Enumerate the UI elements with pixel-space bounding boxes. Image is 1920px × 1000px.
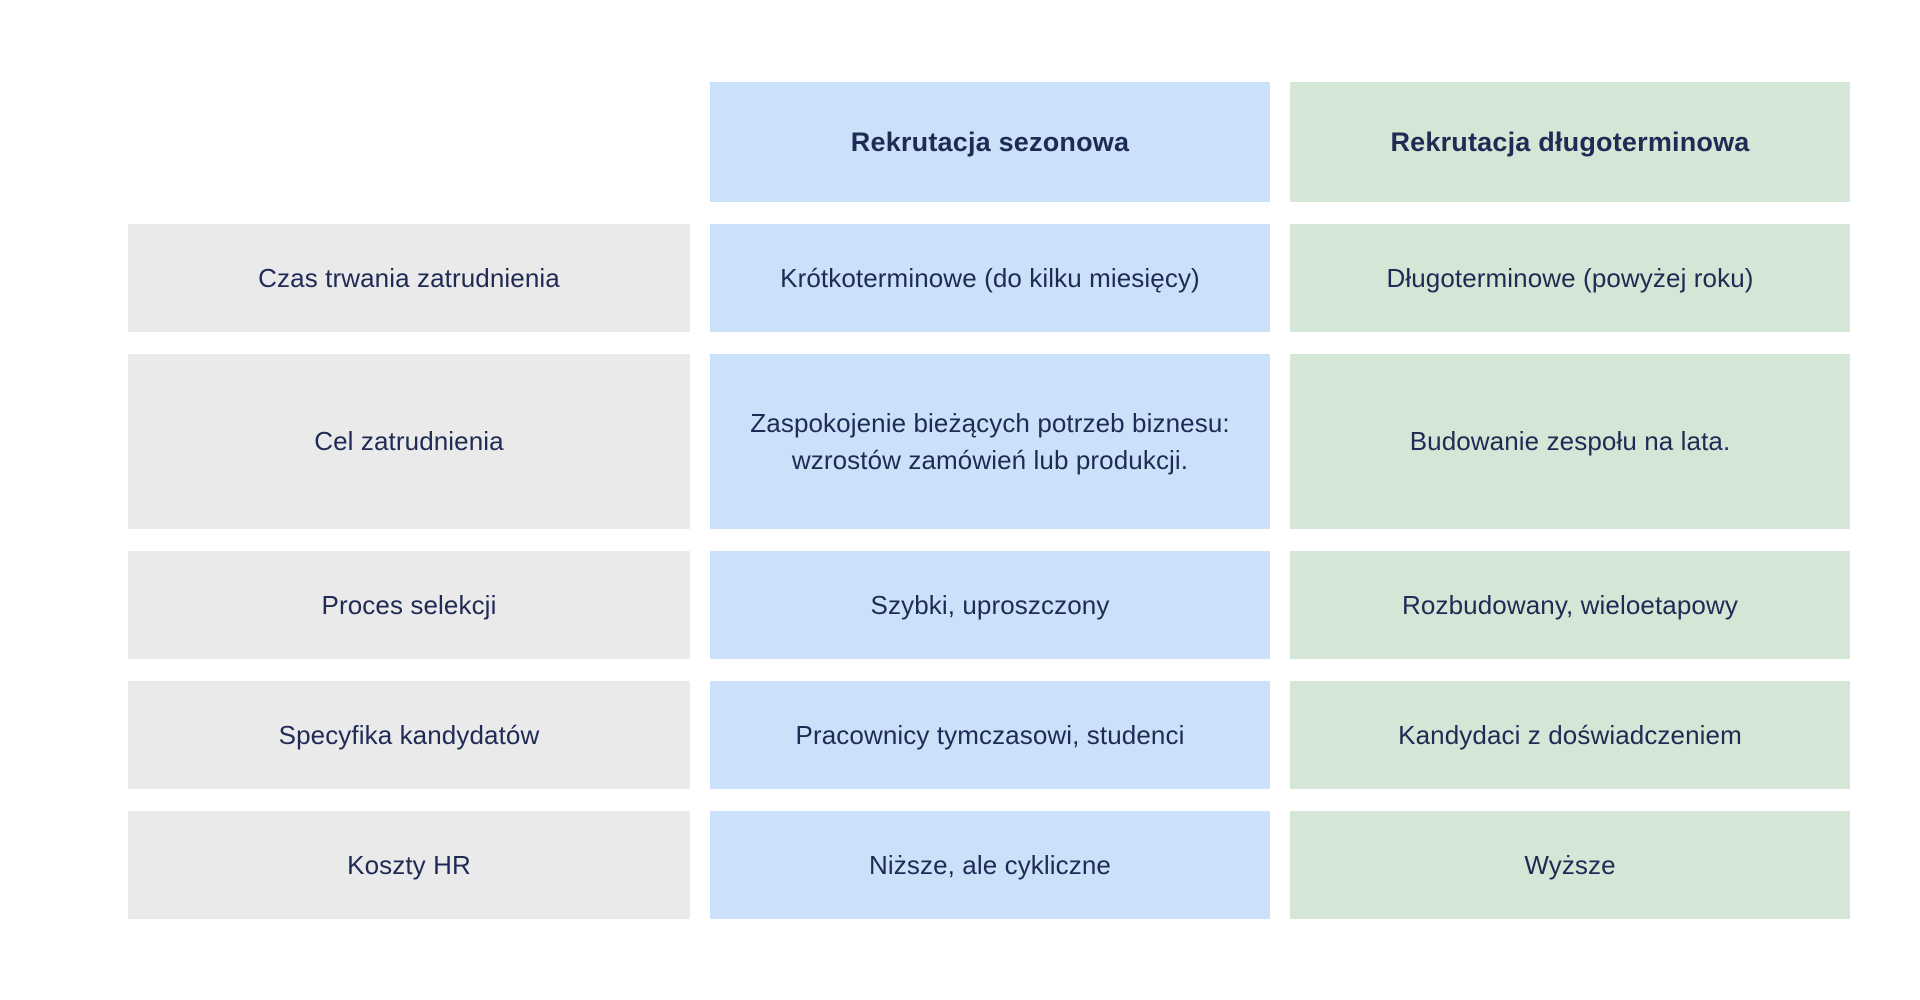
comparison-table: Rekrutacja sezonowa Rekrutacja długoterm… — [128, 82, 1850, 919]
header-column-b: Rekrutacja długoterminowa — [1290, 82, 1850, 202]
row-label: Cel zatrudnienia — [128, 354, 690, 529]
table-row: Koszty HR Niższe, ale cykliczne Wyższe — [128, 811, 1850, 919]
row-label: Czas trwania zatrudnienia — [128, 224, 690, 332]
table-header-row: Rekrutacja sezonowa Rekrutacja długoterm… — [128, 82, 1850, 202]
header-label-column-spacer — [128, 82, 690, 202]
header-column-a: Rekrutacja sezonowa — [710, 82, 1270, 202]
table-row: Specyfika kandydatów Pracownicy tymczaso… — [128, 681, 1850, 789]
row-cell-column-b: Rozbudowany, wieloetapowy — [1290, 551, 1850, 659]
table-row: Proces selekcji Szybki, uproszczony Rozb… — [128, 551, 1850, 659]
row-cell-column-b: Kandydaci z doświadczeniem — [1290, 681, 1850, 789]
row-cell-column-a: Niższe, ale cykliczne — [710, 811, 1270, 919]
row-label: Specyfika kandydatów — [128, 681, 690, 789]
row-label: Koszty HR — [128, 811, 690, 919]
row-label: Proces selekcji — [128, 551, 690, 659]
row-cell-column-b: Wyższe — [1290, 811, 1850, 919]
row-cell-column-a: Zaspokojenie bieżących potrzeb biznesu: … — [710, 354, 1270, 529]
table-row: Czas trwania zatrudnienia Krótkoterminow… — [128, 224, 1850, 332]
row-cell-column-a: Krótkoterminowe (do kilku miesięcy) — [710, 224, 1270, 332]
row-cell-column-b: Długoterminowe (powyżej roku) — [1290, 224, 1850, 332]
table-row: Cel zatrudnienia Zaspokojenie bieżących … — [128, 354, 1850, 529]
row-cell-column-a: Pracownicy tymczasowi, studenci — [710, 681, 1270, 789]
row-cell-column-b: Budowanie zespołu na lata. — [1290, 354, 1850, 529]
row-cell-column-a: Szybki, uproszczony — [710, 551, 1270, 659]
